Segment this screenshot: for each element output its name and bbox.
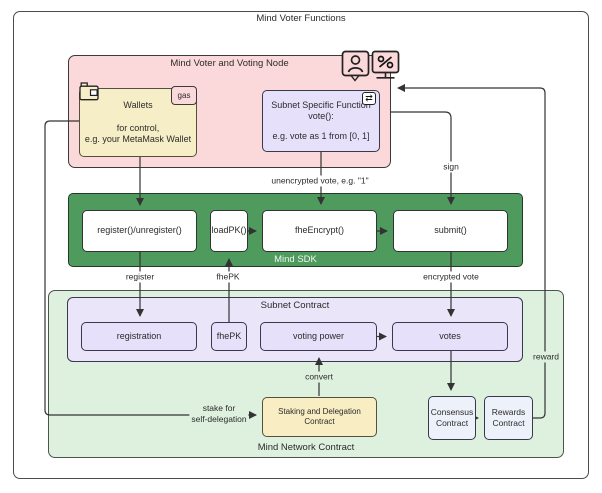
label-convert: convert xyxy=(303,371,335,383)
label-fhepk: fhePK xyxy=(214,271,242,283)
fhepk-node: fhePK xyxy=(211,322,247,351)
gas-badge: gas xyxy=(171,86,197,105)
wallets-line2: e.g. your MetaMask Wallet xyxy=(84,134,192,145)
voting-power-node: voting power xyxy=(260,322,377,351)
voter-node-title: Mind Voter and Voting Node xyxy=(170,58,289,69)
label-encrypted-vote: encrypted vote xyxy=(421,271,481,283)
diagram-title: Mind Voter Functions xyxy=(256,13,346,24)
mind-network-contract-title: Mind Network Contract xyxy=(257,442,355,453)
votes-node: votes xyxy=(392,322,508,351)
label-sign: sign xyxy=(441,161,461,173)
wallets-title: Wallets xyxy=(123,99,153,110)
rewards-contract-node: Rewards Contract xyxy=(484,396,533,440)
edge-sign xyxy=(391,111,455,205)
swap-icon: ⇄ xyxy=(362,92,376,105)
vote-fn-line2: vote(): xyxy=(308,111,334,122)
fheencrypt-fn-node: fheEncrypt() xyxy=(262,210,377,252)
label-unencrypted-vote: unencrypted vote, e.g. "1" xyxy=(269,175,371,187)
register-fn-node: register()/unregister() xyxy=(82,210,197,252)
wallet-icon xyxy=(79,82,99,101)
vote-fn-line3: e.g. vote as 1 from [0, 1] xyxy=(272,130,370,141)
label-reward: reward xyxy=(531,351,561,363)
consensus-contract-node: Consensus Contract xyxy=(428,396,476,440)
label-register: register xyxy=(123,271,157,283)
wallets-line1: for control, xyxy=(116,122,160,133)
mind-sdk-title: Mind SDK xyxy=(274,254,317,265)
edge-stake xyxy=(44,120,257,419)
label-stake: stake for self-delegation xyxy=(189,402,249,426)
edge-reward xyxy=(397,84,546,419)
subnet-contract-title: Subnet Contract xyxy=(260,300,330,311)
staking-delegation-node: Staking and Delegation Contract xyxy=(262,397,377,437)
submit-fn-node: submit() xyxy=(393,210,508,252)
vote-fn-line1: Subnet Specific Function xyxy=(271,100,371,111)
subnet-specific-function-node: Subnet Specific Function vote(): e.g. vo… xyxy=(262,90,380,152)
loadpk-fn-node: loadPK() xyxy=(210,210,248,252)
percent-display-icon xyxy=(371,50,400,79)
registration-node: registration xyxy=(81,322,197,351)
person-card-icon xyxy=(341,50,370,82)
